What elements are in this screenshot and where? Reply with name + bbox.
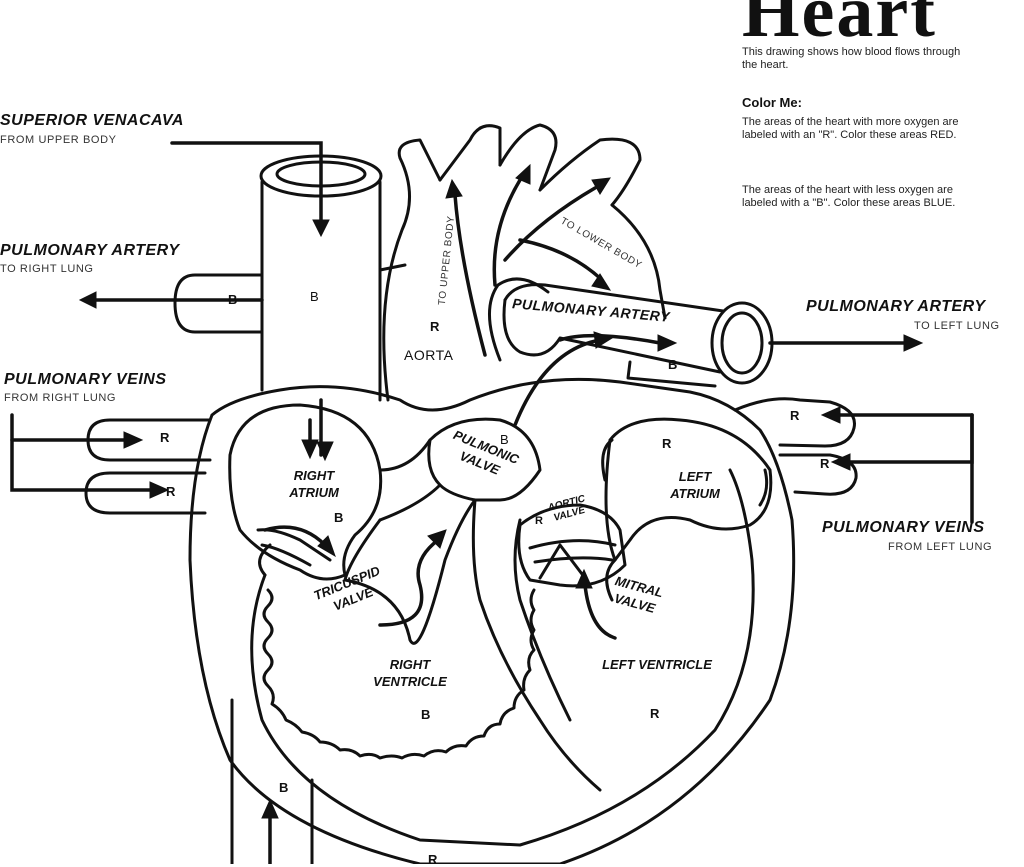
label-superior-vena-cava: SUPERIOR VENACAVA — [0, 112, 184, 129]
marker-red-left-pulmonary-vein-lower: R — [820, 456, 830, 471]
label-left-atrium: LEFT ATRIUM — [670, 469, 720, 501]
marker-red-left-ventricle: R — [650, 706, 660, 721]
label-pulmonary-artery-left: PULMONARY ARTERY — [806, 298, 986, 315]
marker-red-aorta: R — [430, 319, 440, 334]
marker-blue-superior-vena-cava: B — [310, 289, 319, 304]
red-instructions: The areas of the heart with more oxygen … — [742, 116, 959, 141]
left-pulmonary-veins-shape — [735, 399, 856, 494]
marker-blue-right-atrium: B — [334, 510, 344, 525]
color-me-heading: Color Me: — [742, 95, 802, 110]
label-right-atrium: RIGHT ATRIUM — [289, 468, 339, 500]
marker-red-left-pulmonary-vein-upper: R — [790, 408, 800, 423]
page-title: Heart — [742, 0, 937, 53]
intro-text: This drawing shows how blood flows throu… — [742, 46, 961, 71]
label-pulmonary-artery-right-sub: TO RIGHT LUNG — [0, 263, 94, 275]
marker-red-descending-aorta: R — [428, 852, 438, 867]
label-superior-vena-cava-sub: FROM UPPER BODY — [0, 134, 117, 146]
label-aorta: AORTA — [404, 347, 454, 363]
aortic-valve-shape — [519, 505, 625, 586]
pulmonary-artery-tube-shape — [504, 285, 772, 386]
marker-blue-inferior-vena-cava: B — [279, 780, 289, 795]
marker-red-right-pulmonary-vein-upper: R — [160, 430, 170, 445]
marker-red-aortic-valve: R — [535, 515, 543, 527]
aortic-arch-shape — [384, 125, 665, 400]
label-pulmonary-veins-right: PULMONARY VEINS — [4, 371, 167, 388]
right-atrium-shape — [230, 405, 381, 579]
blue-instructions: The areas of the heart with less oxygen … — [742, 184, 956, 209]
right-pulmonary-artery-shape — [175, 265, 405, 332]
marker-red-left-atrium: R — [662, 436, 672, 451]
inferior-vena-cava-shape — [232, 700, 312, 864]
label-left-ventricle: LEFT VENTRICLE — [602, 657, 712, 672]
label-right-ventricle: RIGHT VENTRICLE — [373, 657, 447, 689]
septum-shape — [345, 500, 475, 643]
left-atrium-shape — [606, 419, 771, 560]
label-pulmonary-artery-left-sub: TO LEFT LUNG — [914, 320, 1000, 332]
label-pulmonary-veins-right-sub: FROM RIGHT LUNG — [4, 392, 117, 404]
right-pulmonary-veins-shape — [86, 420, 210, 513]
marker-blue-pulmonic: B — [500, 432, 509, 447]
marker-red-right-pulmonary-vein-lower: R — [166, 484, 176, 499]
heart-outline-shape — [190, 379, 794, 864]
inner-wall-shape — [252, 470, 754, 845]
marker-blue-pulmonary-artery: B — [668, 357, 678, 372]
marker-blue-right-ventricle: B — [421, 707, 431, 722]
label-pulmonary-veins-left-sub: FROM LEFT LUNG — [888, 541, 993, 553]
label-pulmonary-artery-right: PULMONARY ARTERY — [0, 242, 180, 259]
marker-blue-right-pulmonary-artery: B — [228, 292, 238, 307]
label-pulmonary-veins-left: PULMONARY VEINS — [822, 519, 985, 536]
